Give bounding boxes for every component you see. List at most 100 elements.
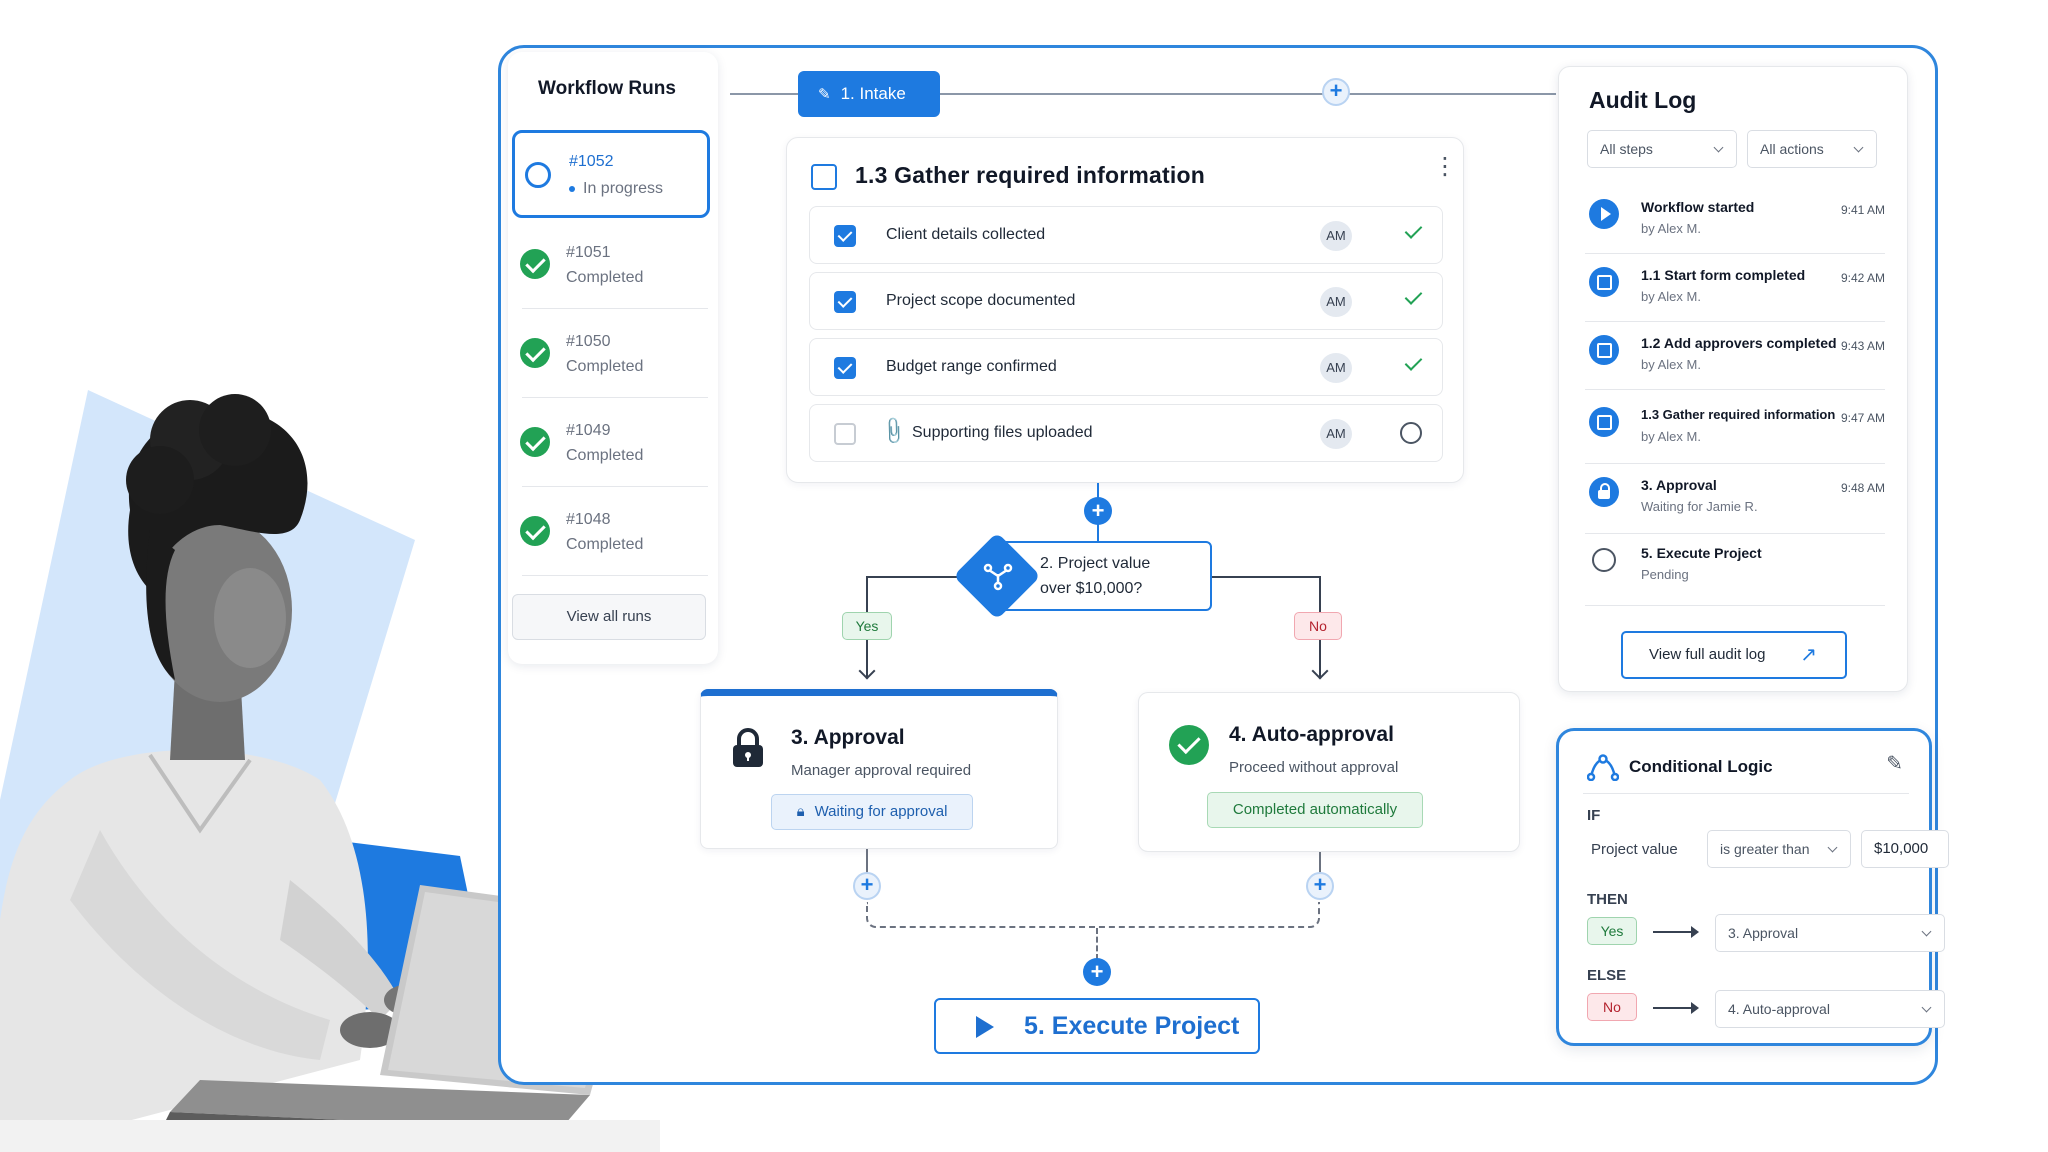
- waiting-status-badge: 🔒︎Waiting for approval: [771, 794, 973, 830]
- decision-line-2: over $10,000?: [1040, 580, 1143, 597]
- logic-title: Conditional Logic: [1629, 757, 1773, 776]
- approval-subtitle: Manager approval required: [791, 762, 972, 779]
- divider: [522, 397, 708, 398]
- no-tag: No: [1587, 993, 1637, 1021]
- else-target-select[interactable]: 4. Auto-approval: [1715, 990, 1945, 1028]
- approval-step-card[interactable]: 3. Approval Manager approval required 🔒︎…: [700, 689, 1058, 849]
- divider: [1585, 253, 1885, 254]
- pending-circle-icon: [1592, 548, 1616, 572]
- divider: [1585, 533, 1885, 534]
- add-step-button[interactable]: +: [1083, 958, 1111, 986]
- then-label: THEN: [1587, 891, 1628, 908]
- play-icon: [1589, 199, 1619, 229]
- event-name: Workflow started: [1641, 199, 1755, 215]
- event-by: by Alex M.: [1641, 289, 1701, 304]
- pending-circle-icon: [1400, 422, 1422, 444]
- decision-line-1: 2. Project value: [1040, 555, 1151, 572]
- completed-check-icon: [520, 427, 550, 457]
- event-name: 1.3 Gather required information: [1641, 407, 1836, 422]
- task-checkbox[interactable]: [834, 423, 856, 445]
- arrow-right-icon: [1653, 1002, 1699, 1014]
- value-input[interactable]: $10,000: [1861, 830, 1949, 868]
- more-options-icon[interactable]: ⋮: [1433, 153, 1457, 180]
- auto-approval-step-card[interactable]: 4. Auto-approval Proceed without approva…: [1138, 692, 1520, 852]
- step-intake-button[interactable]: ✎1. Intake: [798, 71, 940, 117]
- run-number: #1052: [569, 153, 614, 170]
- completed-check-icon: [520, 338, 550, 368]
- actions-filter-select[interactable]: All actions: [1747, 130, 1877, 168]
- task-checkbox[interactable]: [834, 357, 856, 379]
- audit-event[interactable]: 5. Execute Project Pending: [1585, 537, 1885, 603]
- operator-select[interactable]: is greater than: [1707, 830, 1851, 868]
- run-number: #1049: [566, 422, 611, 439]
- step-checkbox[interactable]: [811, 164, 837, 190]
- event-time: 9:43 AM: [1840, 339, 1885, 353]
- steps-filter-select[interactable]: All steps: [1587, 130, 1737, 168]
- audit-event[interactable]: 1.1 Start form completed by Alex M. 9:42…: [1585, 259, 1885, 325]
- audit-event[interactable]: 1.3 Gather required information by Alex …: [1585, 399, 1885, 465]
- completed-check-icon: [520, 249, 550, 279]
- add-step-button[interactable]: +: [1306, 872, 1334, 900]
- run-item-1049[interactable]: #1049 Completed: [512, 400, 710, 488]
- run-number: #1050: [566, 333, 611, 350]
- divider: [1585, 605, 1885, 606]
- view-all-runs-button[interactable]: View all runs: [512, 594, 706, 640]
- play-icon: [976, 1016, 994, 1038]
- run-status: In progress: [569, 180, 663, 198]
- then-target-select[interactable]: 3. Approval: [1715, 914, 1945, 952]
- chevron-down-icon: [1713, 142, 1724, 153]
- audit-title: Audit Log: [1589, 87, 1697, 113]
- divider: [522, 575, 708, 576]
- completed-check-icon: [1169, 725, 1209, 765]
- chevron-down-icon: [1921, 1002, 1932, 1013]
- event-name: 3. Approval: [1641, 477, 1717, 493]
- paperclip-icon: 📎: [877, 415, 910, 448]
- divider: [1585, 321, 1885, 322]
- run-item-1052[interactable]: #1052 In progress: [512, 130, 710, 218]
- event-by: Pending: [1641, 567, 1689, 582]
- task-checkbox[interactable]: [834, 225, 856, 247]
- yes-branch-tag: Yes: [842, 612, 892, 640]
- task-label: Client details collected: [886, 226, 1046, 243]
- view-full-audit-log-button[interactable]: View full audit log↗: [1621, 631, 1847, 679]
- checkbox-icon: [1589, 335, 1619, 365]
- audit-event[interactable]: 1.2 Add approvers completed by Alex M. 9…: [1585, 327, 1885, 393]
- external-arrow-icon: ↗: [1800, 644, 1817, 666]
- runs-title: Workflow Runs: [538, 78, 676, 99]
- add-step-button[interactable]: +: [1322, 78, 1350, 106]
- assignee-avatar: AM: [1320, 221, 1352, 251]
- edit-pencil-icon[interactable]: ✎: [1886, 753, 1903, 775]
- task-checkbox[interactable]: [834, 291, 856, 313]
- arrow-right-icon: [1653, 926, 1699, 938]
- in-progress-icon: [525, 162, 551, 188]
- event-time: 9:47 AM: [1840, 411, 1885, 425]
- chevron-down-icon: [1921, 926, 1932, 937]
- run-item-1050[interactable]: #1050 Completed: [512, 311, 710, 399]
- lock-icon: [733, 728, 763, 767]
- task-row: 📎 Supporting files uploaded AM: [809, 404, 1443, 462]
- assignee-avatar: AM: [1320, 419, 1352, 449]
- run-status: Completed: [566, 536, 644, 553]
- event-name: 1.1 Start form completed: [1641, 267, 1806, 283]
- status-dot-icon: [569, 185, 575, 192]
- chevron-down-icon: [1827, 842, 1838, 853]
- run-item-1051[interactable]: #1051 Completed: [512, 222, 710, 310]
- workflow-runs-panel: Workflow Runs #1052 In progress #1051 Co…: [508, 52, 718, 664]
- assignee-avatar: AM: [1320, 353, 1352, 383]
- decision-node[interactable]: 2. Project value over $10,000?: [994, 541, 1212, 611]
- execute-project-step[interactable]: 5. Execute Project: [934, 998, 1260, 1054]
- divider: [1585, 463, 1885, 464]
- completed-status-badge: Completed automatically: [1207, 792, 1423, 828]
- run-item-1048[interactable]: #1048 Completed: [512, 489, 710, 577]
- auto-approval-title: 4. Auto-approval: [1229, 723, 1394, 746]
- branch-icon: [983, 563, 1013, 591]
- event-time: 9:42 AM: [1840, 271, 1885, 285]
- check-icon: [1405, 220, 1421, 244]
- task-row: Budget range confirmed AM: [809, 338, 1443, 396]
- audit-event[interactable]: Workflow started by Alex M. 9:41 AM: [1585, 191, 1885, 257]
- connector-line: [730, 93, 798, 95]
- divider: [522, 486, 708, 487]
- add-step-button[interactable]: +: [853, 872, 881, 900]
- audit-event[interactable]: 3. Approval Waiting for Jamie R. 9:48 AM: [1585, 469, 1885, 535]
- add-step-button[interactable]: +: [1084, 497, 1112, 525]
